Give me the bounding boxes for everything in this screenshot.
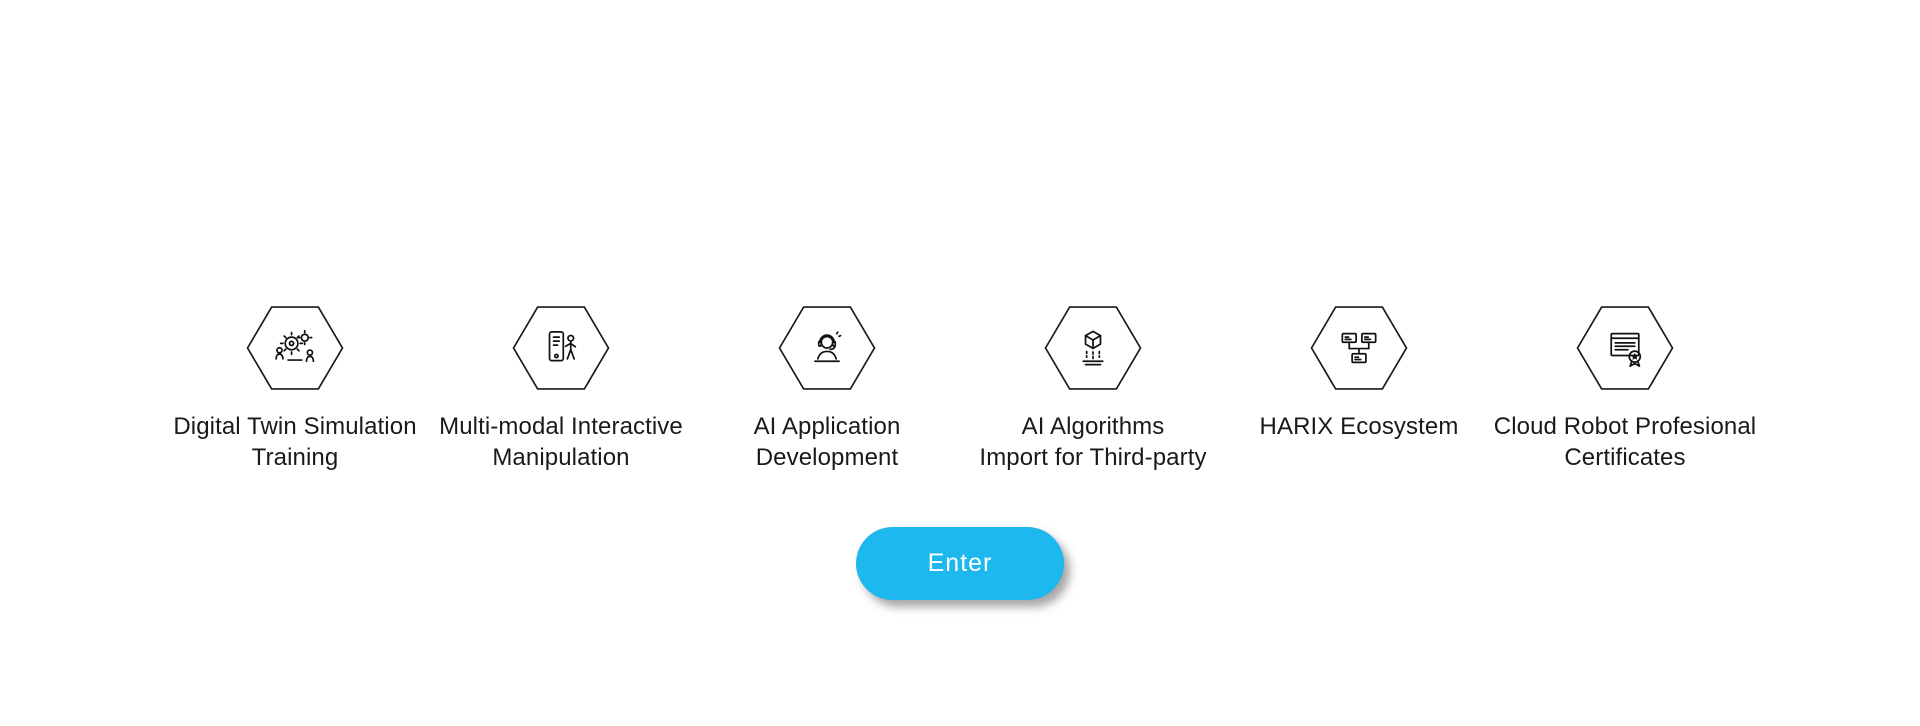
feature-item: Cloud Robot Profesional Certificates xyxy=(1492,305,1758,473)
enter-button[interactable]: Enter xyxy=(856,527,1064,600)
feature-item: AI Application Development xyxy=(694,305,960,473)
feature-label: Cloud Robot Profesional Certificates xyxy=(1493,413,1757,471)
features-row: Digital Twin Simulation Training Multi-m… xyxy=(0,305,1920,473)
feature-hexagon xyxy=(778,306,876,390)
hexagon-outline xyxy=(512,306,610,390)
feature-label: HARIX Ecosystem xyxy=(1259,413,1459,440)
feature-label: Multi-modal Interactive Manipulation xyxy=(439,413,683,471)
feature-label: AI Algorithms Import for Third-party xyxy=(979,413,1207,471)
feature-label: AI Application Development xyxy=(753,413,901,471)
feature-hexagon xyxy=(1576,306,1674,390)
hexagon-outline xyxy=(1576,306,1674,390)
feature-hexagon xyxy=(246,306,344,390)
feature-hexagon xyxy=(1044,306,1142,390)
feature-item: Digital Twin Simulation Training xyxy=(162,305,428,473)
feature-hexagon xyxy=(512,306,610,390)
feature-item: HARIX Ecosystem xyxy=(1226,305,1492,442)
feature-label: Digital Twin Simulation Training xyxy=(173,413,417,471)
feature-item: Multi-modal Interactive Manipulation xyxy=(428,305,694,473)
feature-hexagon xyxy=(1310,306,1408,390)
feature-item: AI Algorithms Import for Third-party xyxy=(960,305,1226,473)
